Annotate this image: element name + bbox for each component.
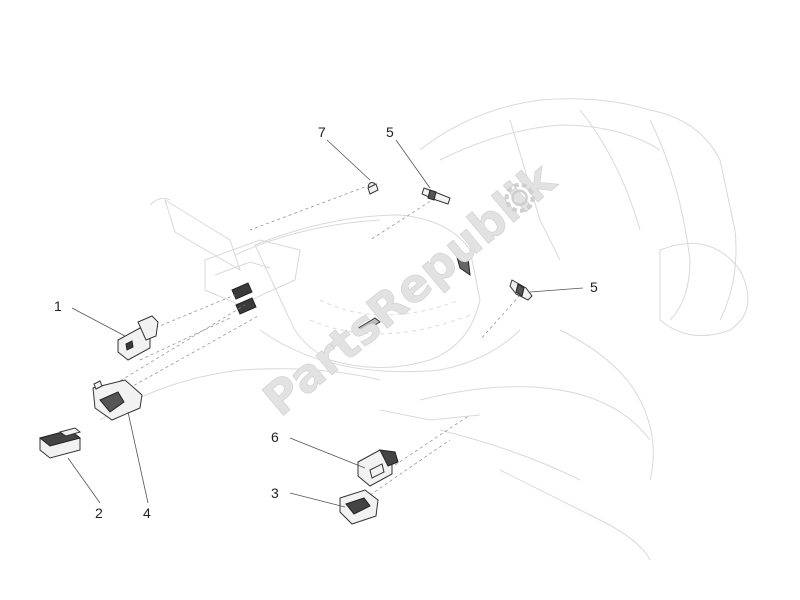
callout-4: 4 (143, 505, 151, 521)
ghost-handlebar-outline (99, 98, 749, 561)
callout-6: 6 (271, 429, 279, 445)
part-6-switch (357, 449, 399, 487)
callout-labels: 1 2 3 4 5 5 6 7 (54, 124, 598, 521)
callout-3: 3 (271, 485, 279, 501)
part-2-push-button (38, 427, 82, 459)
part-5-bulb-top (421, 187, 451, 205)
part-4-switch-housing (92, 379, 143, 421)
part-1-switch-bracket (117, 315, 159, 361)
callout-7: 7 (318, 124, 326, 140)
ghost-accents (231, 248, 471, 335)
part-3-button-cap (339, 489, 379, 525)
assembly-dashed-lines (104, 184, 521, 496)
callout-5-top: 5 (386, 124, 394, 140)
leader-lines (67, 139, 584, 508)
callout-2: 2 (95, 505, 103, 521)
part-7-screw (367, 182, 379, 195)
part-5-bulb-right (509, 279, 533, 301)
gear-icon (504, 182, 535, 213)
callout-5-right: 5 (590, 279, 598, 295)
callout-1: 1 (54, 298, 62, 314)
